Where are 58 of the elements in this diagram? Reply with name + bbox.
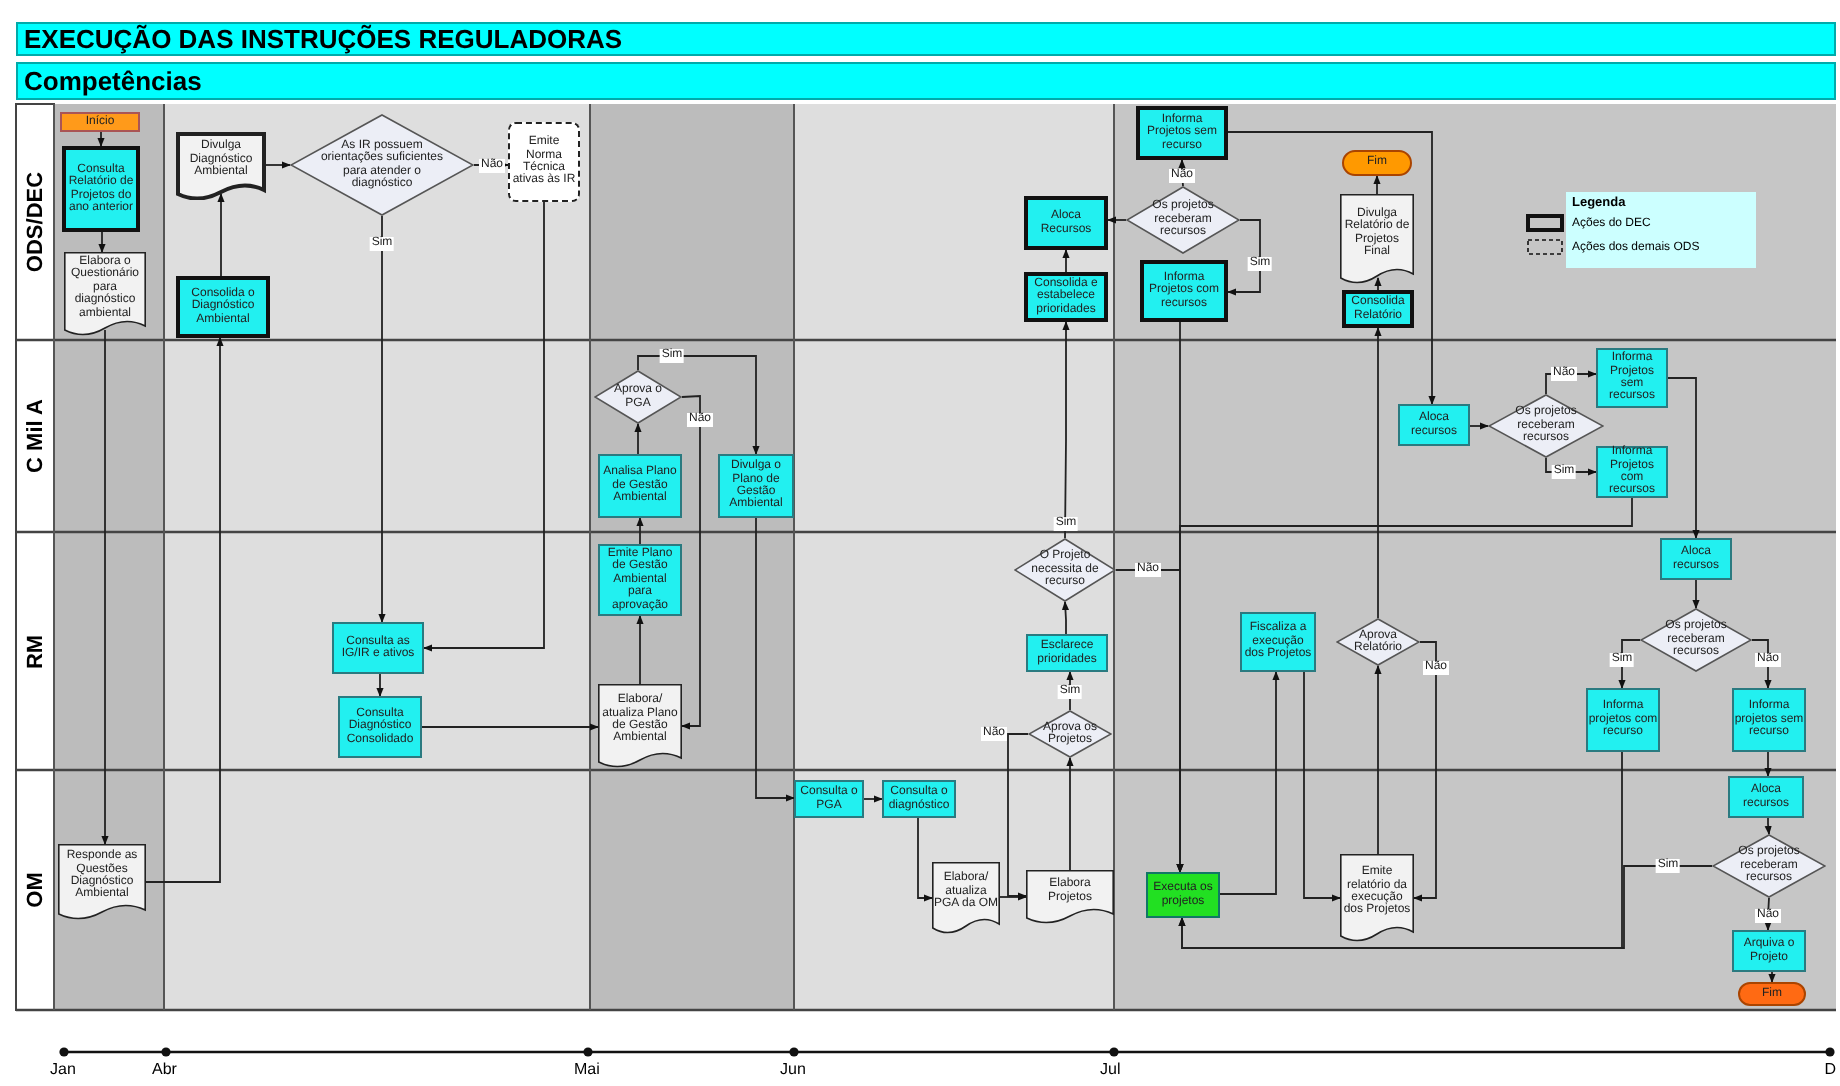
arrow bbox=[1618, 639, 1641, 689]
arrow bbox=[917, 817, 933, 902]
arrow bbox=[1374, 277, 1382, 291]
arrow bbox=[1062, 321, 1070, 539]
arrow bbox=[1061, 601, 1070, 635]
arrow bbox=[423, 201, 545, 652]
arrow bbox=[863, 795, 883, 803]
arrow bbox=[1227, 219, 1261, 296]
arrow bbox=[378, 215, 386, 623]
arrow bbox=[1107, 216, 1127, 224]
arrow bbox=[1764, 751, 1772, 777]
arrow bbox=[636, 517, 644, 545]
arrow bbox=[145, 337, 224, 883]
lane-label: C Mil A bbox=[23, 399, 47, 473]
month-label: Mai bbox=[574, 1060, 600, 1078]
arrow bbox=[97, 131, 105, 147]
arrow bbox=[634, 423, 642, 455]
arrow bbox=[1768, 971, 1776, 983]
arrow bbox=[1469, 422, 1489, 430]
arrow bbox=[217, 193, 225, 277]
arrow bbox=[1764, 817, 1772, 835]
arrow bbox=[98, 231, 106, 253]
arrow bbox=[1374, 665, 1382, 855]
arrow bbox=[1219, 671, 1280, 895]
month-label: Jul bbox=[1100, 1060, 1121, 1078]
arrow bbox=[1374, 327, 1382, 619]
arrow bbox=[1066, 757, 1074, 871]
arrow bbox=[1303, 671, 1341, 902]
arrow bbox=[1692, 579, 1700, 609]
arrow bbox=[101, 329, 109, 845]
arrow bbox=[1764, 897, 1772, 931]
arrow bbox=[1178, 751, 1623, 949]
arrow bbox=[636, 615, 644, 685]
section-banner: Competências bbox=[16, 62, 1836, 100]
arrow bbox=[999, 893, 1027, 901]
arrow bbox=[1176, 497, 1633, 873]
arrow bbox=[1667, 377, 1700, 539]
arrow bbox=[1751, 639, 1772, 689]
arrow bbox=[1066, 671, 1074, 711]
lane-label: ODS/DEC bbox=[23, 171, 47, 273]
arrow bbox=[421, 723, 599, 731]
arrow bbox=[1062, 249, 1070, 273]
month-label: Abr bbox=[152, 1060, 177, 1078]
arrow bbox=[1373, 175, 1381, 195]
arrow bbox=[1227, 131, 1436, 405]
arrow bbox=[265, 161, 291, 169]
arrow bbox=[755, 517, 795, 802]
title-banner: EXECUÇÃO DAS INSTRUÇÕES REGULADORAS bbox=[16, 22, 1836, 56]
arrow bbox=[1413, 641, 1437, 902]
month-label: Jun bbox=[780, 1060, 806, 1078]
arrow bbox=[1007, 733, 1029, 900]
arrow bbox=[681, 395, 701, 730]
lane-label: OM bbox=[23, 872, 47, 908]
month-label: D bbox=[1824, 1060, 1836, 1078]
arrow bbox=[637, 355, 760, 455]
lane-label: RM bbox=[23, 633, 47, 669]
month-label: Jan bbox=[50, 1060, 76, 1078]
arrow bbox=[376, 673, 384, 697]
